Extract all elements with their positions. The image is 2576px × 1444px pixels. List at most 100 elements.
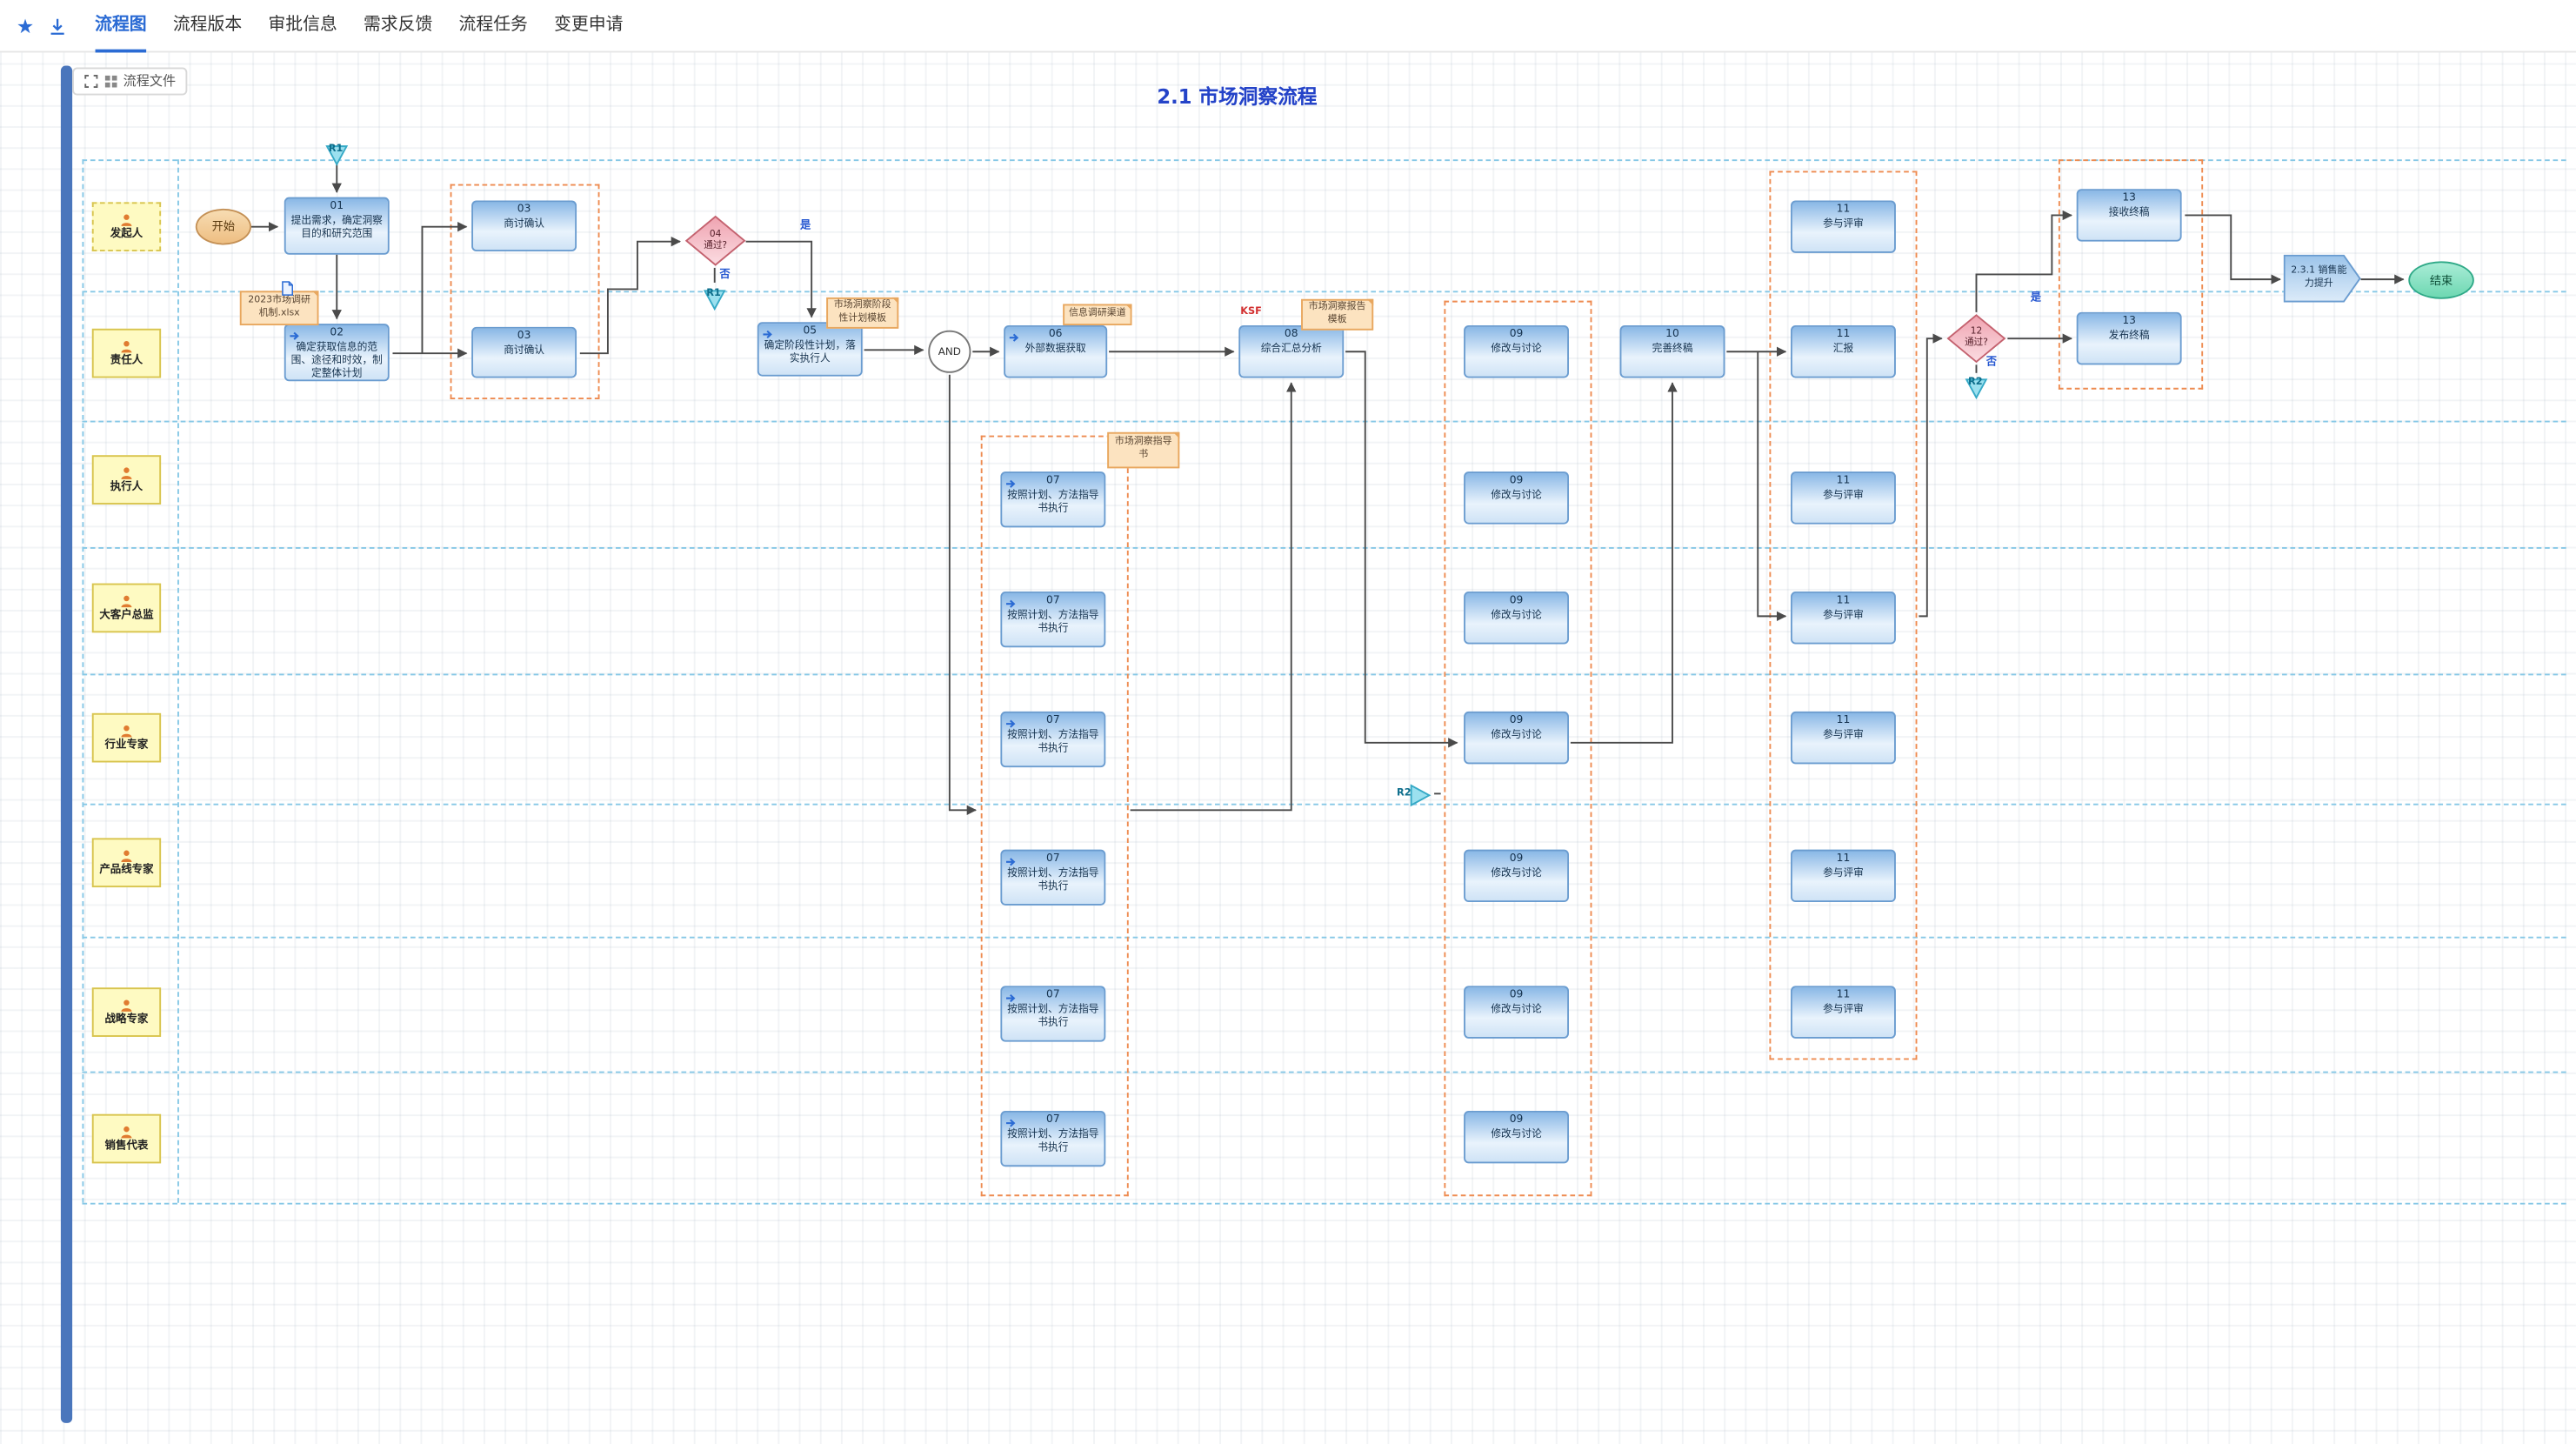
task-number: 11 (1836, 592, 1851, 607)
lane-label-text: 销售代表 (104, 1139, 149, 1153)
task-number: 11 (1836, 987, 1851, 1001)
favorite-star-icon[interactable]: ★ (16, 14, 35, 37)
tab-流程版本[interactable]: 流程版本 (172, 14, 243, 34)
process-file-button-label: 流程文件 (123, 74, 177, 90)
and-node[interactable]: AND (928, 330, 971, 373)
task-number: 08 (1284, 326, 1298, 341)
flow-label-KSF: KSF (1240, 305, 1262, 318)
lane-label-销售代表[interactable]: 销售代表 (91, 1113, 162, 1164)
pool-divider (177, 159, 179, 1203)
node-09-8[interactable]: 09 修改与讨论 (1464, 1110, 1569, 1164)
note-xlsx[interactable]: 2023市场调研机制.xlsx (239, 281, 319, 326)
task-label: 修改与讨论 (1491, 489, 1542, 501)
vertical-scrollbar[interactable] (60, 65, 73, 1423)
subprocess-arrow-icon (1006, 478, 1016, 487)
lane-label-战略专家[interactable]: 战略专家 (91, 987, 162, 1037)
note-05[interactable]: 市场洞察阶段性计划模板 (826, 297, 899, 329)
person-icon (121, 725, 132, 738)
lane-label-text: 执行人 (110, 479, 143, 494)
lane-label-text: 行业专家 (104, 738, 149, 752)
lane-label-执行人[interactable]: 执行人 (91, 455, 162, 505)
task-label: 按照计划、方法指导书执行 (1007, 609, 1099, 634)
lane-label-大客户总监[interactable]: 大客户总监 (91, 583, 162, 633)
note-text: 2023市场调研机制.xlsx (248, 295, 310, 318)
tab-变更申请[interactable]: 变更申请 (554, 14, 624, 34)
task-label: 参与评审 (1823, 866, 1864, 879)
rollback-marker-r2-2: R2 (1965, 377, 1988, 400)
person-icon (121, 596, 132, 608)
person-icon (121, 214, 132, 227)
task-number: 03 (517, 328, 531, 342)
lane-label-发起人[interactable]: 发起人 (91, 202, 162, 252)
lane-divider (82, 547, 2566, 549)
lane-label-责任人[interactable]: 责任人 (91, 328, 162, 378)
task-label: 完善终稿 (1652, 343, 1693, 355)
tab-流程图[interactable]: 流程图 (95, 0, 147, 52)
person-icon (121, 467, 132, 480)
person-icon (121, 850, 132, 863)
lane-label-text: 产品线专家 (99, 863, 154, 877)
task-label: 综合汇总分析 (1260, 343, 1322, 355)
start-node[interactable]: 开始 (195, 208, 252, 245)
process-file-button[interactable]: 流程文件 (72, 67, 188, 96)
note-08[interactable]: 市场洞察报告模板 (1301, 298, 1374, 331)
lane-divider (82, 1202, 2566, 1205)
lane-label-行业专家[interactable]: 行业专家 (91, 712, 162, 763)
task-number: 09 (1509, 326, 1524, 341)
node-08[interactable]: 08 综合汇总分析 (1238, 325, 1345, 378)
tab-流程任务[interactable]: 流程任务 (458, 14, 528, 34)
node-231[interactable]: 2.3.1 销售能力提升 (2283, 254, 2361, 303)
tab-审批信息[interactable]: 审批信息 (268, 14, 337, 34)
lane-label-产品线专家[interactable]: 产品线专家 (91, 838, 162, 888)
task-label: 修改与讨论 (1491, 1128, 1542, 1140)
task-number: 11 (1836, 712, 1851, 726)
task-number: 09 (1509, 1112, 1524, 1126)
download-icon[interactable] (47, 16, 67, 36)
rollback-marker-r1-1: R1 (703, 288, 726, 311)
phase-group-3 (1444, 300, 1592, 1197)
end-node[interactable]: 结束 (2408, 261, 2474, 299)
rollback-marker-r1-0: R1 (325, 143, 349, 166)
note-07[interactable]: 市场洞察指导书 (1107, 431, 1180, 469)
note-text: 市场洞察阶段性计划模板 (833, 300, 891, 324)
note-06[interactable]: 信息调研渠道 (1063, 304, 1132, 326)
tab-需求反馈[interactable]: 需求反馈 (363, 14, 433, 34)
task-label: 按照计划、方法指导书执行 (1007, 489, 1099, 514)
note-text: 信息调研渠道 (1068, 308, 1126, 318)
task-number: 11 (1836, 473, 1851, 487)
flow-label-否: 否 (719, 267, 731, 282)
task-label: 外部数据获取 (1024, 343, 1086, 355)
